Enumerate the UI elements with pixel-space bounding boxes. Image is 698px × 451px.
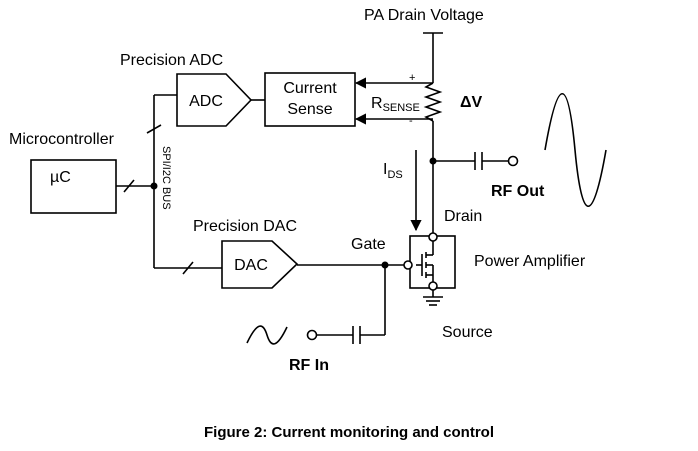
rf-out-sine-icon — [544, 93, 607, 207]
pa-drain-voltage-label: PA Drain Voltage — [364, 7, 484, 24]
bus-slash-mcu — [123, 179, 135, 193]
minus-label: - — [409, 115, 413, 127]
uc-label: µC — [50, 169, 71, 186]
adc-label: ADC — [189, 93, 223, 110]
dac-label: DAC — [234, 257, 268, 274]
drain-terminal — [428, 232, 438, 242]
dac-block — [221, 240, 299, 289]
ids-label: IDS — [383, 161, 403, 181]
rsense-sub: SENSE — [383, 102, 420, 114]
delta-v-label: ΔV — [460, 94, 483, 111]
microcontroller-block — [30, 159, 117, 214]
ids-sub: DS — [387, 169, 402, 181]
current-sense-line1: Current — [283, 80, 337, 97]
sense-resistor — [423, 82, 443, 122]
rsense-main: R — [371, 95, 383, 112]
ids-main: I — [383, 161, 387, 178]
ground-icon — [423, 296, 443, 306]
microcontroller-label: Microcontroller — [9, 131, 115, 148]
bus-junction-dot — [150, 182, 158, 190]
source-label: Source — [442, 324, 493, 341]
current-sense-block — [264, 72, 356, 127]
current-sense-line2: Sense — [287, 101, 332, 118]
plus-label: + — [409, 72, 415, 84]
precision-dac-label: Precision DAC — [193, 218, 297, 235]
gate-terminal — [403, 260, 413, 270]
power-amplifier-label: Power Amplifier — [474, 253, 586, 270]
drain-label: Drain — [444, 208, 482, 225]
rf-out-terminal — [507, 155, 519, 167]
gate-label: Gate — [351, 236, 386, 253]
adc-block — [176, 73, 253, 127]
precision-adc-label: Precision ADC — [120, 52, 223, 69]
rsense-label: RSENSE — [371, 95, 420, 114]
figure-caption: Figure 2: Current monitoring and control — [204, 424, 494, 441]
rf-out-label: RF Out — [491, 183, 545, 200]
bus-slash-dac — [182, 261, 194, 275]
mosfet-icon — [416, 241, 434, 282]
source-terminal — [428, 281, 438, 291]
rf-in-sine-icon — [246, 325, 288, 345]
bus-label: SPI/I2C BUS — [160, 146, 172, 210]
bus-slash-adc — [146, 124, 162, 134]
rf-in-terminal — [306, 329, 318, 341]
rf-in-label: RF In — [289, 357, 329, 374]
